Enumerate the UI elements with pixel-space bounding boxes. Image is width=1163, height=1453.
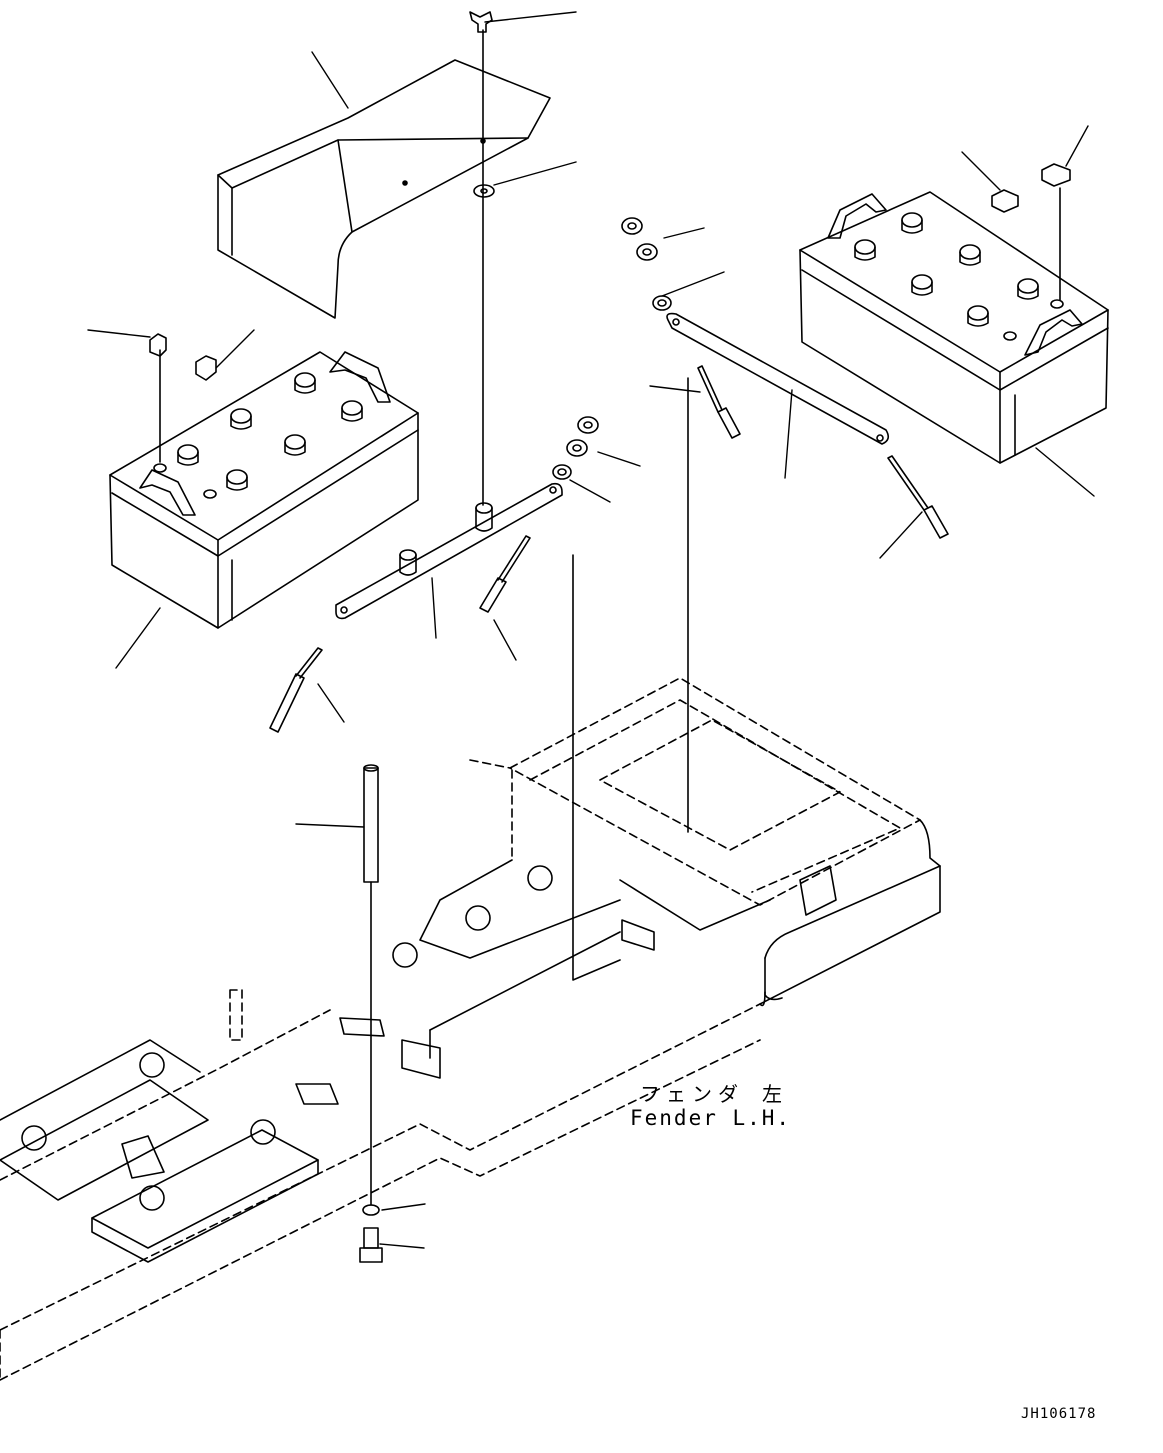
right-terminal-clamp-2	[1041, 163, 1071, 187]
right-hold-down-bar	[666, 312, 890, 445]
frame-structure	[0, 29, 1061, 1381]
right-battery	[799, 191, 1109, 464]
fender-label-japanese: フェンダ 左	[640, 1082, 789, 1106]
spacer-tube	[363, 764, 379, 883]
right-nut-2	[636, 243, 658, 261]
right-nut-1	[621, 217, 643, 235]
left-terminal-clamp-2	[195, 355, 217, 381]
left-j-bolt-rear	[479, 535, 531, 613]
left-battery	[109, 351, 419, 629]
left-washer	[552, 464, 572, 480]
bottom-bolt	[359, 1227, 383, 1263]
battery-cover	[217, 59, 551, 319]
drawing-id: JH106178	[1021, 1406, 1097, 1422]
left-nut-2	[566, 439, 588, 457]
fender-label-english: Fender L.H.	[630, 1106, 792, 1130]
leader-lines	[87, 11, 1095, 1249]
left-nut-1	[577, 416, 599, 434]
left-hold-down-bar	[335, 482, 563, 620]
right-washer	[652, 295, 672, 311]
left-terminal-clamp-1	[149, 333, 167, 357]
left-j-bolt-front	[269, 647, 323, 733]
wing-nut	[469, 11, 493, 33]
right-terminal-clamp-1	[991, 189, 1019, 213]
right-j-bolt-2	[887, 455, 949, 539]
right-j-bolt-1	[697, 365, 741, 439]
bottom-washer	[362, 1204, 380, 1216]
cover-washer	[473, 184, 495, 198]
frame-brackets	[121, 865, 837, 1179]
